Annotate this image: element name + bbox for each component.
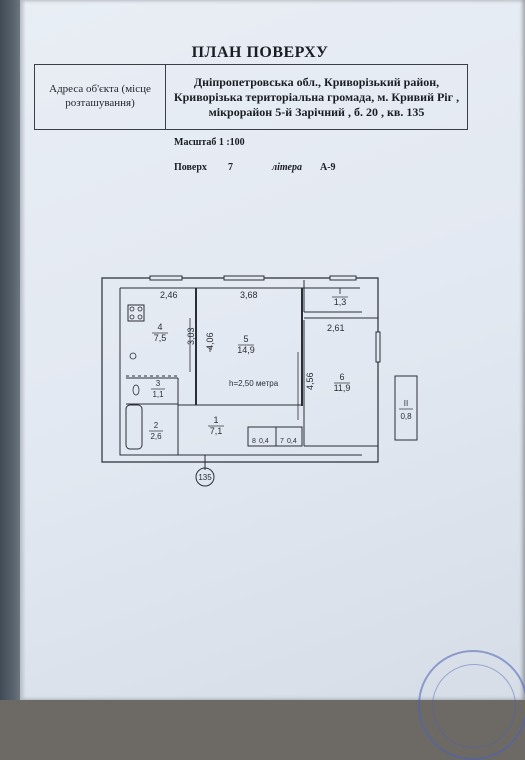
address-label: Адреса об'єкта (місце розташування) bbox=[35, 65, 166, 129]
room-5-area: 14,9 bbox=[237, 345, 255, 355]
dim-3-03: 3,03 bbox=[186, 327, 196, 345]
dim-3-68: 3,68 bbox=[240, 290, 258, 300]
room-ii-area: 0,8 bbox=[400, 412, 412, 421]
window-2 bbox=[223, 275, 265, 281]
room-ii-number: II bbox=[404, 399, 408, 408]
window-4 bbox=[375, 331, 381, 363]
window-3 bbox=[329, 275, 357, 281]
sink bbox=[129, 352, 137, 360]
floor-plan: 2,46 3,68 2,61 3,03 4,06 4,56 4 7,5 5 14… bbox=[101, 275, 418, 487]
letter-value: А-9 bbox=[320, 162, 336, 173]
room-6-number: 6 bbox=[339, 372, 344, 382]
dim-2-61: 2,61 bbox=[327, 323, 345, 333]
room-4-number: 4 bbox=[157, 322, 162, 332]
balcony-ii bbox=[394, 375, 418, 441]
dim-4-56: 4,56 bbox=[305, 372, 315, 390]
room-i-number: I bbox=[339, 286, 342, 296]
sheet-edge bbox=[20, 0, 26, 700]
ceiling-height: h=2,50 метра bbox=[229, 379, 279, 388]
window-1 bbox=[149, 275, 183, 281]
letter-label: літера bbox=[272, 162, 302, 173]
bathtub bbox=[125, 404, 143, 450]
room-6-area: 11,9 bbox=[334, 383, 351, 393]
address-value: Дніпропетровська обл., Криворізький райо… bbox=[166, 65, 467, 129]
apartment-marker bbox=[195, 467, 215, 487]
closet-7 bbox=[275, 426, 303, 447]
address-table: Адреса об'єкта (місце розташування) Дніп… bbox=[34, 64, 468, 130]
plan-outer-wall-inner bbox=[119, 288, 362, 456]
plan-outer-wall bbox=[101, 277, 379, 463]
dim-4-06: 4,06 bbox=[205, 332, 215, 350]
dim-2-46: 2,46 bbox=[160, 290, 178, 300]
room-4-area: 7,5 bbox=[154, 333, 167, 343]
official-stamp bbox=[418, 650, 525, 760]
scale-label: Масштаб 1 :100 bbox=[174, 137, 245, 148]
address-line-2: Криворізька територіальна громада, м. Кр… bbox=[173, 89, 460, 104]
room-1-number: 1 bbox=[213, 415, 218, 425]
document-sheet bbox=[20, 0, 525, 700]
room-i-area: 1,3 bbox=[334, 297, 347, 307]
stamp-inner-ring bbox=[432, 664, 516, 748]
room-3-area: 1,1 bbox=[152, 390, 164, 399]
room-2-number: 2 bbox=[154, 421, 159, 430]
floor-value: 7 bbox=[228, 162, 233, 173]
room-8-area: 0,4 bbox=[259, 438, 269, 445]
page-title: ПЛАН ПОВЕРХУ bbox=[191, 44, 329, 61]
room-8-number: 8 bbox=[252, 438, 256, 445]
toilet bbox=[132, 384, 140, 396]
address-line-3: мікрорайон 5-й Зарічний , б. 20 , кв. 13… bbox=[208, 104, 425, 119]
floor-label: Поверх bbox=[174, 162, 207, 173]
room-3-number: 3 bbox=[156, 379, 161, 388]
room-7-number: 7 bbox=[280, 438, 284, 445]
apartment-number: 135 bbox=[198, 473, 212, 482]
room-2-area: 2,6 bbox=[150, 432, 162, 441]
address-line-1: Дніпропетровська обл., Криворізький райо… bbox=[193, 74, 440, 89]
stove bbox=[127, 304, 145, 322]
room-1-area: 7,1 bbox=[210, 426, 223, 436]
room-5-number: 5 bbox=[243, 334, 248, 344]
room-7-area: 0,4 bbox=[287, 438, 297, 445]
